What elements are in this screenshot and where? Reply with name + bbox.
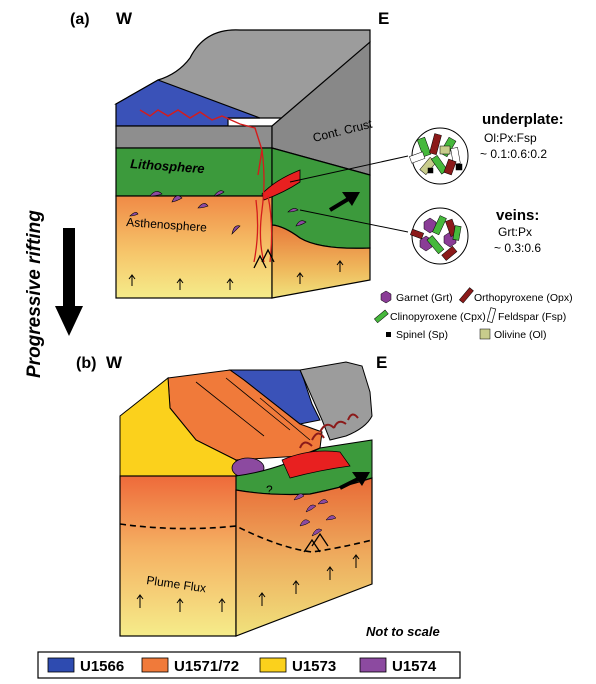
purple-veins-b — [293, 493, 337, 537]
legend-box — [37, 651, 461, 679]
boundary-dashed — [119, 523, 373, 553]
panel-a-west: W — [116, 9, 133, 28]
mineral-garnet: Garnet (Grt) — [396, 292, 453, 304]
legend-label-u1571: U1571/72 — [174, 658, 239, 675]
veins-title: veins: — [496, 207, 539, 224]
cpx-swatch — [373, 309, 389, 324]
mineral-fsp: Feldspar (Fsp) — [498, 311, 566, 323]
progressive-rifting-label: Progressive rifting — [24, 210, 45, 378]
flow-arrow-a — [328, 196, 352, 212]
legend-label-u1573: U1573 — [292, 658, 336, 675]
crust-veins-b — [299, 413, 359, 449]
panel-b-east: E — [376, 353, 387, 372]
panel-a-block — [114, 29, 409, 299]
olivine-swatch — [479, 328, 491, 340]
flow-arrow-a-head — [342, 192, 360, 206]
underplate-ratio-label: Ol:Px:Fsp — [484, 131, 537, 145]
flow-arrow-b — [339, 476, 361, 490]
veins-ratio-label: Grt:Px — [498, 225, 532, 239]
legend-swatch-u1571 — [141, 657, 169, 673]
legend-label-u1574: U1574 — [392, 658, 437, 675]
fsp-swatch — [486, 307, 497, 323]
underplate-assemblage — [409, 127, 469, 185]
connector-underplate — [289, 155, 409, 183]
rifting-arrow-shaft — [63, 228, 75, 310]
legend-swatch-u1574 — [359, 657, 387, 673]
panel-b-block — [119, 361, 373, 637]
asthenosphere-front — [115, 195, 273, 299]
panel-a-label: (a) — [70, 11, 90, 28]
mineral-opx: Orthopyroxene (Opx) — [474, 292, 573, 304]
grey-crust-top — [299, 361, 373, 441]
asthenosphere-side — [271, 224, 371, 299]
asthenosphere-b-side — [235, 477, 373, 637]
upward-arrows-b — [136, 554, 360, 612]
question-mark: ? — [266, 483, 273, 497]
veins-assemblage — [410, 207, 469, 265]
rifting-arrow-head — [55, 306, 83, 336]
underplate-ratio-value: ~ 0.1:0.6:0.2 — [480, 147, 547, 161]
chevron-arrows-b — [303, 532, 329, 553]
panel-a-east: E — [378, 9, 389, 28]
panel-b-west: W — [106, 353, 123, 372]
underplate-b — [281, 450, 351, 479]
garnet-swatch — [380, 290, 392, 304]
mineral-cpx: Clinopyroxene (Cpx) — [390, 311, 486, 323]
mineral-key: Garnet (Grt) Orthopyroxene (Opx) Clinopy… — [373, 287, 573, 341]
purple-veins-a — [129, 190, 307, 235]
flow-arrow-b-head — [352, 472, 370, 486]
opx-swatch — [458, 287, 474, 304]
mineral-spinel: Spinel (Sp) — [396, 329, 448, 341]
site-legend: U1566 U1571/72 U1573 U1574 — [37, 651, 461, 679]
legend-swatch-u1566 — [47, 657, 75, 673]
upward-arrows-a — [128, 260, 344, 290]
connector-veins — [299, 209, 409, 233]
asthenosphere-b-front — [119, 475, 237, 637]
underplate-body — [261, 169, 301, 201]
panel-b-label: (b) — [76, 355, 96, 372]
spinel-swatch — [386, 332, 391, 337]
crust-front — [115, 125, 273, 149]
mineral-olivine: Olivine (Ol) — [494, 329, 547, 341]
legend-label-u1566: U1566 — [80, 658, 124, 675]
vein-arrows — [253, 248, 275, 269]
asthenosphere-label: Asthenosphere — [126, 215, 208, 235]
underplate-title: underplate: — [482, 111, 564, 128]
not-to-scale-label: Not to scale — [366, 624, 440, 639]
legend-swatch-u1573 — [259, 657, 287, 673]
lithosphere-label: Lithosphere — [130, 156, 205, 176]
fault-line — [139, 109, 263, 176]
veins-ratio-value: ~ 0.3:0.6 — [494, 241, 541, 255]
